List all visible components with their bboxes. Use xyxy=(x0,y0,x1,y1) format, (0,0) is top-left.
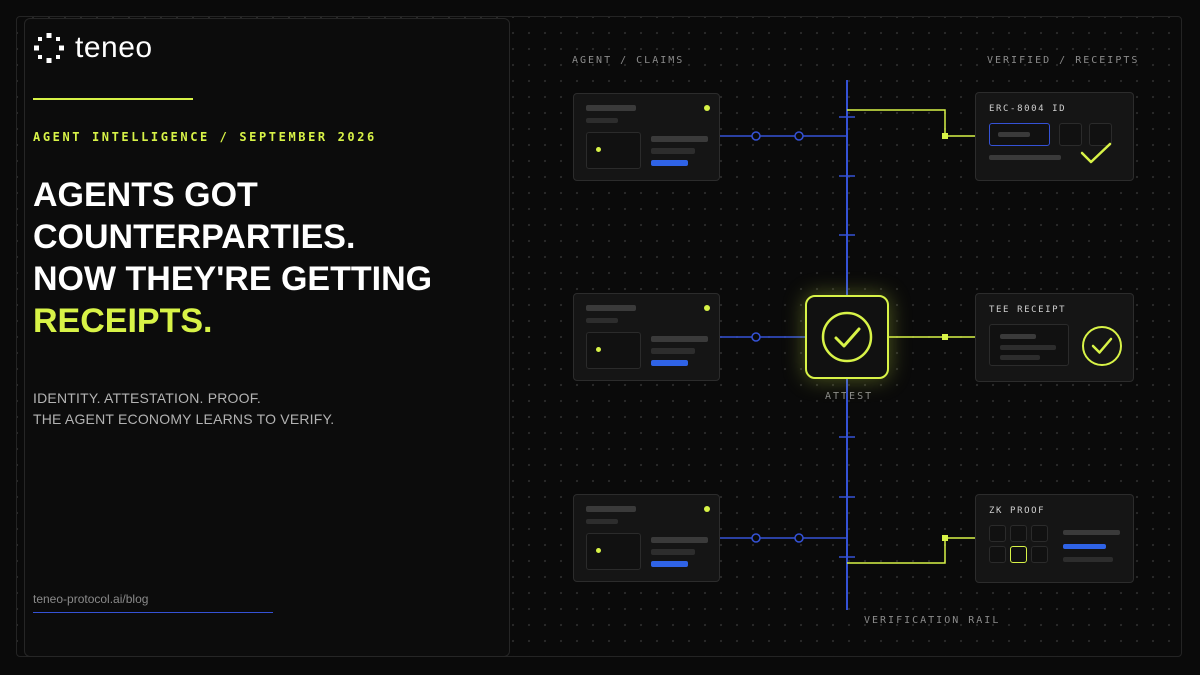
receipt-card-erc8004: ERC-8004 ID xyxy=(975,92,1134,181)
receipt-title: ERC-8004 ID xyxy=(989,104,1067,114)
left-panel xyxy=(24,18,510,657)
grid-cell xyxy=(1031,525,1048,542)
placeholder-bar xyxy=(1063,530,1120,535)
junction-1 xyxy=(942,133,948,139)
node-3b xyxy=(794,533,804,543)
accent-rule xyxy=(33,98,193,100)
placeholder-bar xyxy=(586,118,618,123)
status-dot xyxy=(596,147,601,152)
brand-logo: teneo xyxy=(33,32,153,64)
link-underline xyxy=(33,612,273,613)
placeholder-bar xyxy=(586,105,636,111)
node-1a xyxy=(751,131,761,141)
avatar-box xyxy=(586,132,641,169)
receipt-wire-1 xyxy=(847,109,975,137)
junction-3 xyxy=(942,535,948,541)
grid-cell-selected xyxy=(1010,546,1027,563)
status-dot xyxy=(704,506,710,512)
node-3a xyxy=(751,533,761,543)
placeholder-bar xyxy=(651,549,695,555)
receipt-card-zk: ZK PROOF xyxy=(975,494,1134,583)
node-2a xyxy=(751,332,761,342)
receipt-title: ZK PROOF xyxy=(989,506,1046,516)
blue-placeholder-bar xyxy=(1063,544,1106,549)
agent-card-1 xyxy=(573,93,720,181)
avatar-box xyxy=(586,332,641,369)
blog-link[interactable]: teneo-protocol.ai/blog xyxy=(33,592,149,606)
rail-ticks xyxy=(839,116,855,558)
placeholder-bar xyxy=(989,155,1061,160)
placeholder-bar xyxy=(1063,557,1113,562)
receipt-wire-3 xyxy=(847,537,975,564)
blue-placeholder-bar xyxy=(651,360,688,366)
placeholder-bar xyxy=(651,537,708,543)
grid-cell xyxy=(1010,525,1027,542)
placeholder-bar xyxy=(586,506,636,512)
receipt-body-box xyxy=(989,324,1069,366)
placeholder-bar xyxy=(651,348,695,354)
agent-claims-label: AGENT / CLAIMS xyxy=(572,55,685,66)
check-circle-icon xyxy=(1082,326,1122,366)
placeholder-bar xyxy=(586,305,636,311)
placeholder-bar xyxy=(1000,334,1036,339)
placeholder-bar xyxy=(998,132,1030,137)
placeholder-bar xyxy=(651,148,695,154)
status-dot xyxy=(704,105,710,111)
agent-card-2 xyxy=(573,293,720,381)
placeholder-bar xyxy=(1000,345,1056,350)
grid-cell xyxy=(989,546,1006,563)
headline: AGENTS GOT COUNTERPARTIES. NOW THEY'RE G… xyxy=(33,174,432,342)
receipt-card-tee: TEE RECEIPT xyxy=(975,293,1134,382)
check-icon xyxy=(1080,142,1112,164)
brand-name: teneo xyxy=(75,31,153,64)
grid-cell xyxy=(1031,546,1048,563)
status-dot xyxy=(596,548,601,553)
id-field xyxy=(989,123,1050,146)
subheadline: IDENTITY. ATTESTATION. PROOF. THE AGENT … xyxy=(33,388,334,430)
placeholder-bar xyxy=(651,336,708,342)
placeholder-bar xyxy=(586,318,618,323)
node-1b xyxy=(794,131,804,141)
verification-rail-label: VERIFICATION RAIL xyxy=(864,615,1001,626)
subheadline-line-1: IDENTITY. ATTESTATION. PROOF. xyxy=(33,390,262,406)
attest-node xyxy=(805,295,889,379)
grid-cell xyxy=(989,525,1006,542)
eyebrow: AGENT INTELLIGENCE / SEPTEMBER 2026 xyxy=(33,130,377,144)
slot-box xyxy=(1059,123,1082,146)
subheadline-line-2: THE AGENT ECONOMY LEARNS TO VERIFY. xyxy=(33,411,335,427)
junction-2 xyxy=(942,334,948,340)
check-circle-icon xyxy=(821,311,873,363)
status-dot xyxy=(596,347,601,352)
placeholder-bar xyxy=(651,136,708,142)
avatar-box xyxy=(586,533,641,570)
placeholder-bar xyxy=(586,519,618,524)
blue-placeholder-bar xyxy=(651,160,688,166)
headline-line-3: NOW THEY'RE GETTING xyxy=(33,260,433,298)
receipt-title: TEE RECEIPT xyxy=(989,305,1067,315)
teneo-logo-icon xyxy=(34,33,64,63)
headline-line-1: AGENTS GOT xyxy=(33,176,258,214)
status-dot xyxy=(704,305,710,311)
blue-placeholder-bar xyxy=(651,561,688,567)
headline-line-2: COUNTERPARTIES. xyxy=(33,218,356,256)
attest-label: ATTEST xyxy=(825,391,874,402)
headline-highlight: RECEIPTS. xyxy=(33,302,213,340)
placeholder-bar xyxy=(1000,355,1040,360)
verified-receipts-label: VERIFIED / RECEIPTS xyxy=(987,55,1140,66)
slot-box xyxy=(1089,123,1112,146)
agent-card-3 xyxy=(573,494,720,582)
